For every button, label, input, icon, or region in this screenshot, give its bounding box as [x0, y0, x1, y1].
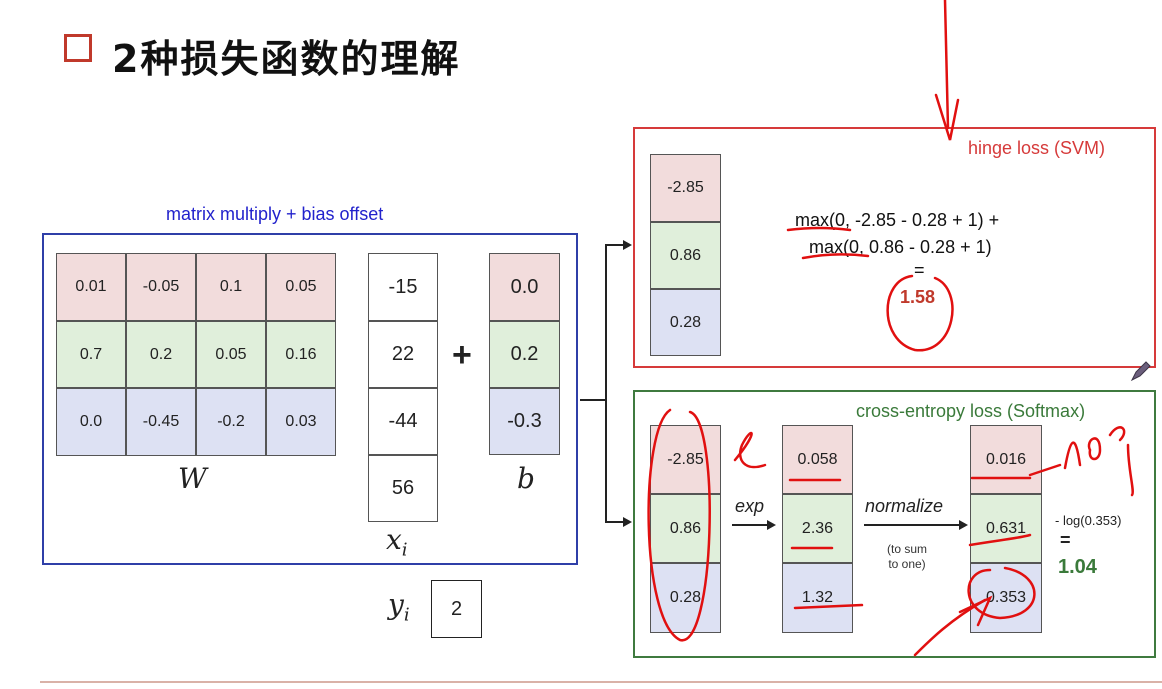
normalize-note-line2: to one) [888, 557, 926, 571]
hinge-formula-line2: max(0, 0.86 - 0.28 + 1) [809, 237, 992, 257]
score-cell: 0.86 [650, 494, 721, 563]
exp-cell: 0.058 [782, 425, 853, 494]
normalize-arrow [864, 520, 968, 530]
y-label: yi [388, 588, 410, 626]
ce-result: 1.04 [1058, 556, 1097, 578]
w-cell: 0.1 [196, 253, 266, 321]
matrix-caption: matrix multiply + bias offset [166, 204, 384, 224]
hinge-formula-line1: max(0, -2.85 - 0.28 + 1) + [795, 210, 1000, 230]
page-title: 2种损失函数的理解 [112, 37, 461, 81]
hinge-equals: = [914, 260, 925, 280]
x-cell: -15 [368, 253, 438, 321]
w-cell: 0.03 [266, 388, 336, 456]
b-cell: 0.0 [489, 253, 560, 321]
prob-cell: 0.016 [970, 425, 1042, 494]
w-cell: 0.16 [266, 321, 336, 388]
w-label: W [178, 462, 207, 495]
w-cell: -0.45 [126, 388, 196, 456]
matrix-panel [42, 233, 578, 565]
b-cell: -0.3 [489, 388, 560, 455]
plus-sign: + [452, 336, 472, 374]
branch-arrows [580, 240, 632, 527]
w-cell: 0.05 [196, 321, 266, 388]
title-bullet-square [64, 34, 92, 62]
footer-divider [40, 681, 1162, 683]
annotation-arrow-line [943, 0, 950, 130]
w-cell: -0.2 [196, 388, 266, 456]
w-cell: 0.05 [266, 253, 336, 321]
normalize-label: normalize [865, 496, 944, 516]
w-cell: 0.7 [56, 321, 126, 388]
prob-cell: 0.353 [970, 563, 1042, 633]
y-label-sub: i [403, 604, 410, 626]
b-cell: 0.2 [489, 321, 560, 388]
pen-cursor-icon [1130, 361, 1151, 382]
x-label: xi [386, 523, 408, 561]
w-cell: 0.0 [56, 388, 126, 456]
exp-arrow [732, 520, 776, 530]
normalize-note-line1: (to sum [886, 542, 927, 556]
hinge-panel [633, 127, 1156, 368]
normalize-note: (to sum to one) [872, 542, 942, 572]
exp-cell: 1.32 [782, 563, 853, 633]
x-cell: -44 [368, 388, 438, 455]
score-cell: 0.86 [650, 222, 721, 289]
b-label: b [517, 462, 535, 495]
x-label-sub: i [401, 539, 408, 561]
hinge-label: hinge loss (SVM) [968, 138, 1106, 158]
w-cell: 0.01 [56, 253, 126, 321]
exp-label: exp [735, 496, 765, 516]
prob-cell: 0.631 [970, 494, 1042, 563]
hinge-result: 1.58 [900, 287, 936, 307]
score-cell: 0.28 [650, 563, 721, 633]
y-value-box: 2 [431, 580, 482, 638]
cross-entropy-panel [633, 390, 1156, 658]
w-cell: -0.05 [126, 253, 196, 321]
score-cell: 0.28 [650, 289, 721, 356]
cross-entropy-label: cross-entropy loss (Softmax) [856, 401, 1086, 421]
x-cell: 56 [368, 455, 438, 522]
neg-log-text: - log(0.353) [1055, 513, 1122, 528]
score-cell: -2.85 [650, 425, 721, 494]
w-cell: 0.2 [126, 321, 196, 388]
score-cell: -2.85 [650, 154, 721, 222]
x-cell: 22 [368, 321, 438, 388]
exp-cell: 2.36 [782, 494, 853, 563]
ce-equals: = [1060, 530, 1071, 550]
